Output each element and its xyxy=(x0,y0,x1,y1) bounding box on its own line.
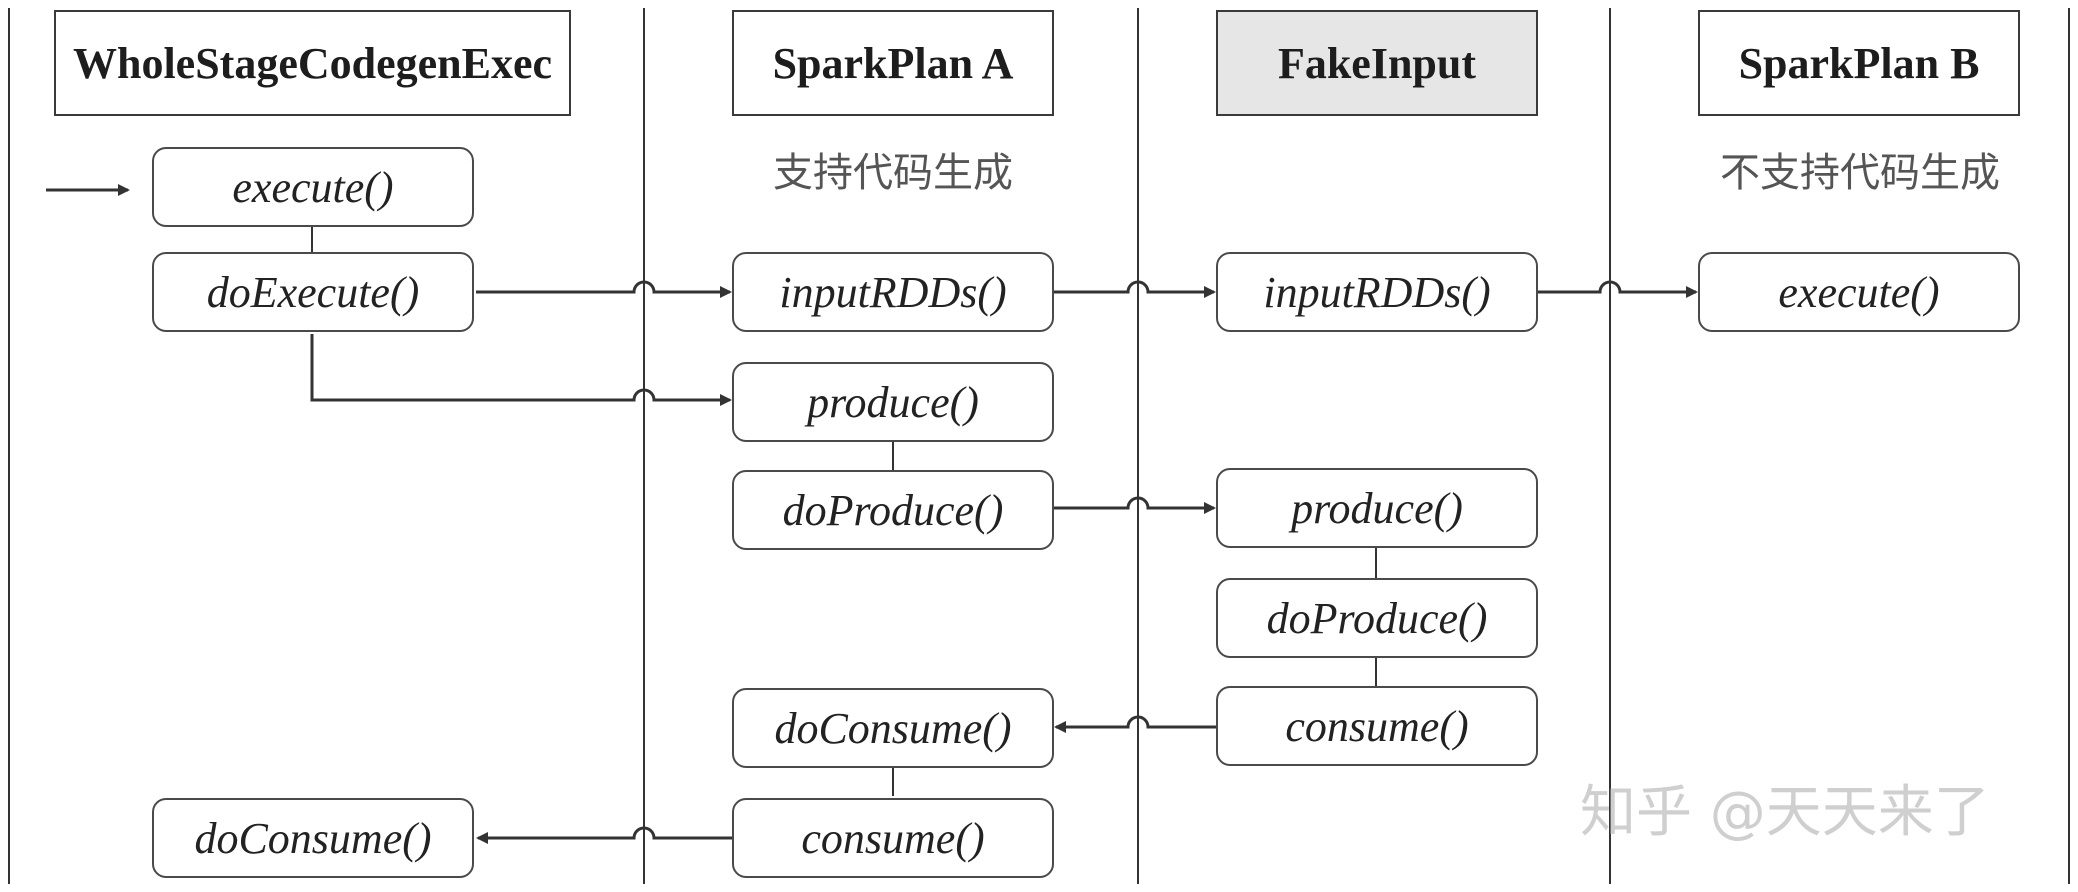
method-f-inputrdds: inputRDDs() xyxy=(1216,252,1538,332)
arrow-a-inputrdds-to-f-inputrdds xyxy=(1054,280,1216,298)
lane-separator xyxy=(2068,8,2070,884)
method-f-doproduce: doProduce() xyxy=(1216,578,1538,658)
arrow-doexecute-to-a-inputrdds xyxy=(476,280,732,298)
header-sparkplan-b: SparkPlan B xyxy=(1698,10,2020,116)
header-fakeinput: FakeInput xyxy=(1216,10,1538,116)
method-a-consume: consume() xyxy=(732,798,1054,878)
lane-separator xyxy=(1137,8,1139,884)
arrow-a-consume-to-w-doconsume xyxy=(476,826,732,844)
method-w-doexecute: doExecute() xyxy=(152,252,474,332)
method-f-consume: consume() xyxy=(1216,686,1538,766)
arrow-f-inputrdds-to-b-execute xyxy=(1538,280,1698,298)
note-sparkplan-b-no-codegen: 不支持代码生成 xyxy=(1720,150,2000,196)
method-a-inputrdds: inputRDDs() xyxy=(732,252,1054,332)
method-a-produce: produce() xyxy=(732,362,1054,442)
method-f-produce: produce() xyxy=(1216,468,1538,548)
method-a-doconsume: doConsume() xyxy=(732,688,1054,768)
arrow-doexecute-to-a-produce xyxy=(310,334,732,406)
arrow-a-doproduce-to-f-produce xyxy=(1054,496,1216,514)
lane-separator xyxy=(643,8,645,884)
header-sparkplan-a: SparkPlan A xyxy=(732,10,1054,116)
watermark-text: 知乎 @天天来了 xyxy=(1580,779,1990,845)
note-sparkplan-a-supports-codegen: 支持代码生成 xyxy=(773,150,1013,196)
lane-separator xyxy=(8,8,10,884)
method-b-execute: execute() xyxy=(1698,252,2020,332)
method-w-execute: execute() xyxy=(152,147,474,227)
method-a-doproduce: doProduce() xyxy=(732,470,1054,550)
method-w-doconsume: doConsume() xyxy=(152,798,474,878)
arrow-f-consume-to-a-doconsume xyxy=(1054,715,1216,733)
lane-separator xyxy=(1609,8,1611,884)
header-wholestagecodegenexec: WholeStageCodegenExec xyxy=(54,10,571,116)
